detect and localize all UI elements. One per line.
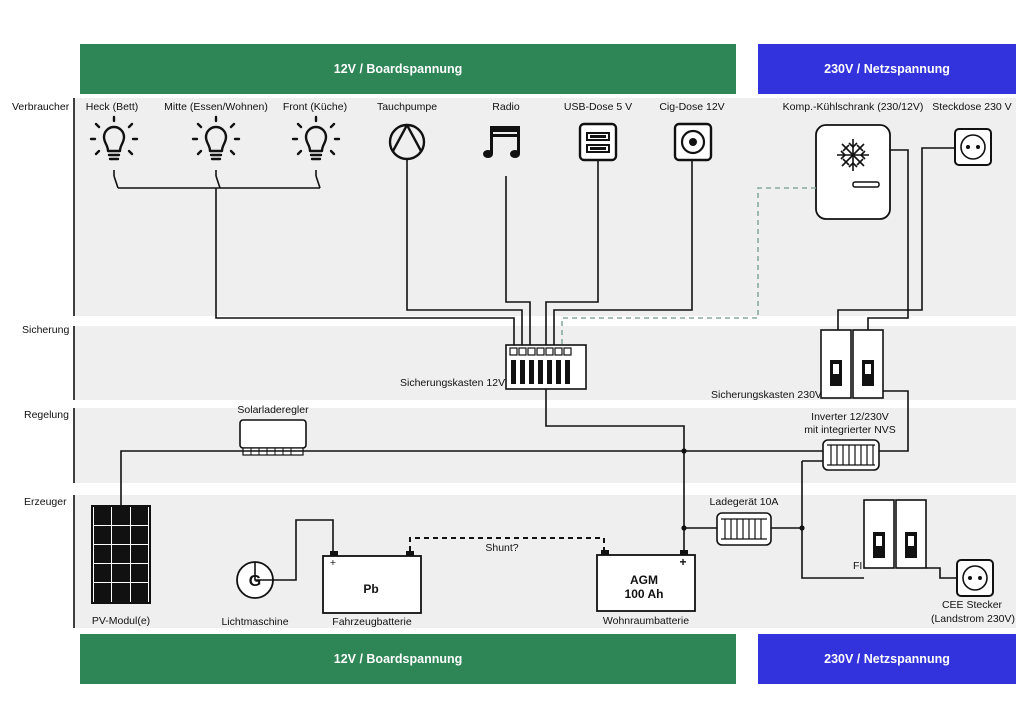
battery-charger <box>716 512 772 546</box>
battery-pb-label: Pb <box>363 582 378 596</box>
label-kuehlschrank: Komp.-Kühlschrank (230/12V) <box>783 101 924 113</box>
label-fi: FI <box>853 560 862 572</box>
music-note-icon <box>483 126 520 158</box>
junction-dot <box>799 525 805 531</box>
band-230v-bottom <box>758 634 1016 684</box>
cigarette-socket-icon <box>673 122 713 162</box>
label-ladegeraet: Ladegerät 10A <box>710 496 779 508</box>
battery-pb-plus: + <box>330 557 336 569</box>
power-socket-icon <box>954 128 992 166</box>
power-socket-icon <box>956 559 994 597</box>
label-usb: USB-Dose 5 V <box>564 101 632 113</box>
wire-cig <box>553 160 693 347</box>
vehicle-battery: Pb <box>322 551 422 614</box>
pv-module <box>91 505 151 604</box>
label-inverter-2: mit integrierter NVS <box>804 424 896 436</box>
lamp-wiring <box>113 170 515 347</box>
wire-usb <box>545 160 599 347</box>
wire-fridge-12v <box>561 187 816 347</box>
wire-pump <box>406 160 523 347</box>
band-12v-bottom <box>80 634 736 684</box>
generator-symbol: G <box>249 573 261 590</box>
junction-dot <box>681 448 687 454</box>
wire-fridge-230v <box>867 149 909 330</box>
snowflake-icon <box>815 124 891 220</box>
lightbulb-icon <box>89 115 139 161</box>
label-fuse-box-230v: Sicherungskasten 230V <box>711 389 822 401</box>
label-tauchpumpe: Tauchpumpe <box>377 101 437 113</box>
wire-shunt <box>409 537 605 551</box>
main-wiring <box>120 389 957 581</box>
band-230v-top <box>758 44 1016 94</box>
band-12v-bottom-title: 12V / Boardspannung <box>334 652 463 666</box>
fuse-box-230v <box>820 329 884 399</box>
label-inverter-1: Inverter 12/230V <box>811 411 889 423</box>
label-cig: Cig-Dose 12V <box>659 101 724 113</box>
battery-agm-label: AGM <box>630 573 658 587</box>
fi-switch <box>863 499 927 569</box>
inverter <box>822 439 880 471</box>
solar-charge-controller <box>239 419 307 456</box>
label-lichtmaschine: Lichtmaschine <box>221 616 288 628</box>
lightbulb-icon <box>291 115 341 161</box>
band-12v-top <box>80 44 736 94</box>
battery-plus: + <box>679 555 686 569</box>
label-shunt: Shunt? <box>485 542 518 554</box>
label-pv: PV-Modul(e) <box>92 615 150 627</box>
label-radio: Radio <box>492 101 520 113</box>
label-cee-2: (Landstrom 230V) <box>931 613 1015 625</box>
label-mitte: Mitte (Essen/Wohnen) <box>164 101 268 113</box>
row-label-regelung: Regelung <box>24 409 69 421</box>
wire-radio <box>505 176 531 347</box>
fuse-box-12v <box>505 344 587 390</box>
label-cee-1: CEE Stecker <box>942 599 1003 611</box>
label-solarladeregler: Solarladeregler <box>237 404 309 416</box>
house-battery: + AGM 100 Ah <box>596 550 696 612</box>
label-steckdose: Steckdose 230 V <box>932 101 1011 113</box>
label-heck: Heck (Bett) <box>86 101 139 113</box>
usb-socket-icon <box>578 122 618 162</box>
pump-icon <box>388 123 426 161</box>
band-230v-top-title: 230V / Netzspannung <box>824 62 950 76</box>
wire-socket-230v <box>837 147 955 330</box>
row-label-verbraucher: Verbraucher <box>12 101 70 113</box>
lightbulb-icon <box>191 115 241 161</box>
label-wohnraumbatterie: Wohnraumbatterie <box>603 615 689 627</box>
band-230v-bottom-title: 230V / Netzspannung <box>824 652 950 666</box>
label-front: Front (Küche) <box>283 101 347 113</box>
label-fahrzeugbatterie: Fahrzeugbatterie <box>332 616 412 628</box>
junction-dot <box>681 525 687 531</box>
row-label-sicherung: Sicherung <box>22 324 69 336</box>
row-label-erzeuger: Erzeuger <box>24 496 67 508</box>
label-fuse-box-12v: Sicherungskasten 12V <box>400 377 505 389</box>
battery-capacity-label: 100 Ah <box>625 587 664 601</box>
band-12v-top-title: 12V / Boardspannung <box>334 62 463 76</box>
row-erzeuger-bg <box>74 495 1016 628</box>
